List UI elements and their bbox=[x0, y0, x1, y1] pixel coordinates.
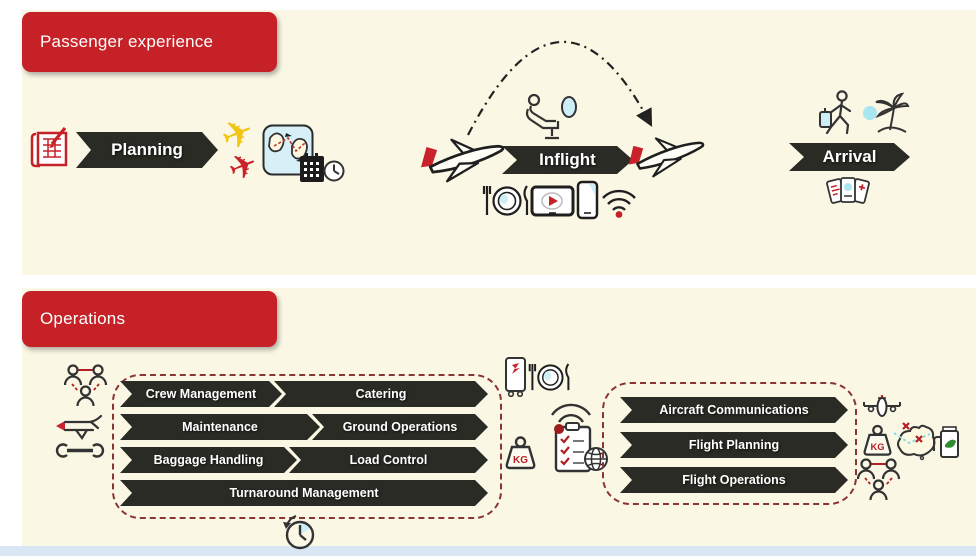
catering-label: Catering bbox=[355, 387, 407, 401]
calendar-clock-icon bbox=[300, 152, 345, 184]
load-control-label: Load Control bbox=[349, 453, 428, 467]
weight-kg-icon: KG bbox=[504, 436, 537, 471]
arrival-stage-label: Arrival bbox=[822, 147, 877, 166]
operations-header: Operations bbox=[22, 291, 277, 347]
ground-operations-banner: Ground Operations bbox=[312, 414, 488, 440]
turnaround-clock-icon bbox=[280, 512, 318, 552]
turnaround-management-label: Turnaround Management bbox=[229, 486, 379, 500]
kg-weight-label-right: KG bbox=[870, 441, 884, 452]
blueprint-plan-icon bbox=[28, 126, 74, 172]
passenger-experience-title: Passenger experience bbox=[40, 32, 214, 51]
catering-banner: Catering bbox=[274, 381, 488, 407]
baggage-handling-label: Baggage Handling bbox=[153, 453, 264, 467]
flight-planning-banner: Flight Planning bbox=[620, 432, 848, 458]
ops-team-icon bbox=[855, 456, 902, 506]
crew-management-banner: Crew Management bbox=[120, 381, 282, 407]
meal-service-icon bbox=[527, 360, 572, 395]
maintenance-label: Maintenance bbox=[182, 420, 258, 434]
passenger-experience-header: Passenger experience bbox=[22, 12, 277, 72]
flight-planning-label: Flight Planning bbox=[688, 438, 780, 452]
load-control-banner: Load Control bbox=[289, 447, 488, 473]
aircraft-communications-banner: Aircraft Communications bbox=[620, 397, 848, 423]
catering-trolley-icon bbox=[503, 356, 528, 397]
flight-operations-label: Flight Operations bbox=[682, 473, 786, 487]
flight-operations-banner: Flight Operations bbox=[620, 467, 848, 493]
entertainment-tablet-icon bbox=[530, 185, 575, 219]
weight-kg-icon-right: KG bbox=[862, 424, 893, 458]
crew-network-icon bbox=[62, 362, 109, 412]
aircraft-communications-label: Aircraft Communications bbox=[659, 403, 809, 417]
connected-checklist-icon bbox=[540, 393, 612, 473]
flight-operations-group bbox=[602, 382, 857, 505]
planning-stage-banner: Planning bbox=[76, 132, 218, 168]
travel-cards-icon bbox=[825, 174, 871, 208]
maintenance-banner: Maintenance bbox=[120, 414, 320, 440]
inflight-stage-label: Inflight bbox=[539, 150, 596, 169]
airplane-outline-right-icon bbox=[620, 119, 712, 185]
ground-operations-label: Ground Operations bbox=[342, 420, 458, 434]
planning-stage-label: Planning bbox=[111, 140, 183, 159]
bottom-divider-strip bbox=[0, 546, 976, 556]
kg-weight-label: KG bbox=[513, 455, 528, 466]
baggage-handling-banner: Baggage Handling bbox=[120, 447, 297, 473]
aircraft-front-icon bbox=[862, 393, 902, 418]
traveler-suitcase-icon bbox=[817, 89, 865, 137]
inflight-stage-banner: Inflight bbox=[502, 146, 633, 174]
turnaround-management-banner: Turnaround Management bbox=[120, 480, 488, 506]
ground-operations-group bbox=[112, 374, 502, 519]
flight-route-map-icon bbox=[892, 421, 937, 461]
flight-arc-arrow bbox=[455, 35, 667, 141]
phone-icon bbox=[576, 180, 599, 220]
cabin-seat-icon bbox=[521, 92, 579, 142]
operations-title: Operations bbox=[40, 309, 126, 328]
arrival-stage-banner: Arrival bbox=[789, 143, 910, 171]
crew-management-label: Crew Management bbox=[145, 387, 257, 401]
aircraft-maintenance-icon bbox=[54, 408, 106, 462]
wifi-icon bbox=[600, 185, 638, 218]
fuel-pump-icon bbox=[932, 424, 961, 460]
palm-island-icon bbox=[862, 90, 910, 138]
meal-icon bbox=[481, 182, 531, 220]
airplane-outline-left-icon bbox=[412, 120, 511, 190]
